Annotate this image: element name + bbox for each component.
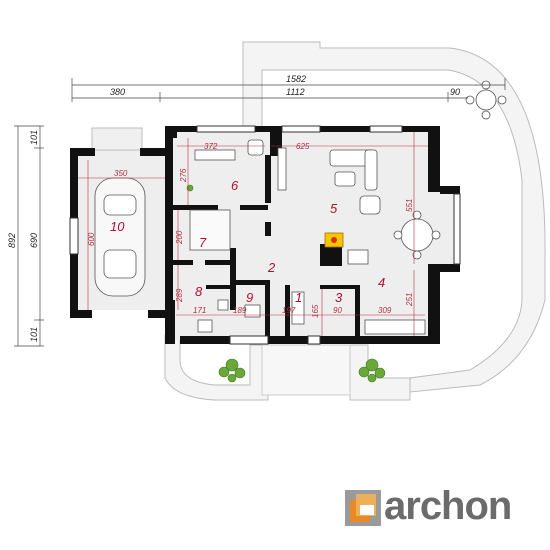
room-number-1: 1 bbox=[295, 290, 302, 305]
plant-icon bbox=[365, 358, 379, 372]
dim-room4-height: 251 bbox=[405, 293, 414, 307]
dimension-lines bbox=[14, 78, 506, 347]
dim-garage-length: 600 bbox=[87, 232, 96, 246]
dim-total-width: 1582 bbox=[286, 74, 306, 84]
inner-dimension-lines bbox=[78, 132, 428, 336]
dim-left-width: 380 bbox=[110, 87, 125, 97]
room-number-10: 10 bbox=[110, 219, 125, 234]
desk-icon bbox=[194, 149, 236, 161]
dim-bottom-depth: 101 bbox=[29, 327, 39, 342]
terrace bbox=[164, 41, 546, 401]
kitchen-counter bbox=[364, 319, 426, 335]
dining-table-icon bbox=[400, 218, 434, 252]
plants bbox=[186, 184, 386, 383]
dim-room8-height: 289 bbox=[175, 288, 184, 303]
dim-room9-width: 189 bbox=[233, 306, 247, 315]
archon-logo-text: archon bbox=[384, 484, 512, 528]
dim-stair-height: 200 bbox=[175, 230, 184, 245]
dim-room8-width: 171 bbox=[193, 306, 206, 315]
dim-room6-width: 372 bbox=[204, 142, 218, 151]
room-number-4: 4 bbox=[378, 275, 385, 290]
windows bbox=[69, 125, 461, 345]
room-number-5: 5 bbox=[330, 201, 338, 216]
dim-room6-height: 276 bbox=[179, 168, 188, 183]
terrace-table-icon bbox=[475, 89, 497, 111]
dim-middle-width: 1112 bbox=[286, 87, 305, 97]
room-number-3: 3 bbox=[335, 290, 343, 305]
dim-right-width: 90 bbox=[450, 87, 460, 97]
dim-room3-width: 90 bbox=[333, 306, 342, 315]
room-number-7: 7 bbox=[199, 235, 207, 250]
room-number-8: 8 bbox=[195, 284, 203, 299]
dim-room1-height: 165 bbox=[311, 304, 320, 318]
furniture bbox=[94, 80, 507, 335]
dim-room5-width: 625 bbox=[296, 142, 310, 151]
garage-entry bbox=[91, 127, 143, 151]
dim-total-depth: 892 bbox=[7, 233, 17, 248]
dim-garage-width: 350 bbox=[114, 169, 128, 178]
plant-icon bbox=[225, 358, 239, 372]
dim-middle-depth: 690 bbox=[29, 233, 39, 248]
archon-logo-icon bbox=[345, 490, 381, 526]
dim-room5-height: 551 bbox=[405, 199, 414, 212]
dim-top-depth: 101 bbox=[29, 130, 39, 145]
stairs-icon bbox=[189, 209, 231, 251]
dim-room4-width: 309 bbox=[378, 306, 392, 315]
room-number-9: 9 bbox=[246, 290, 253, 305]
room-number-6: 6 bbox=[231, 178, 239, 193]
room-number-2: 2 bbox=[267, 260, 276, 275]
dim-room1-width: 197 bbox=[282, 306, 296, 315]
